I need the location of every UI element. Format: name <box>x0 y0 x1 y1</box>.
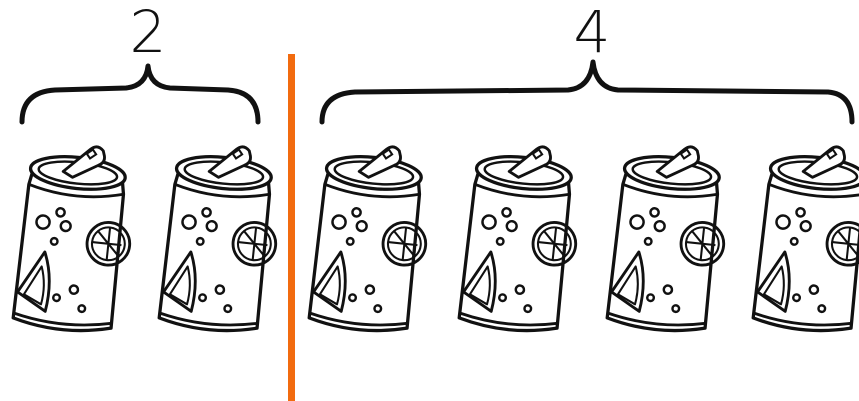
soda-can-icon <box>12 140 139 336</box>
soda-can-icon <box>308 140 435 336</box>
soda-can-icon <box>752 140 859 336</box>
curly-brace-icon <box>22 66 258 122</box>
soda-can-icon <box>158 140 285 336</box>
soda-can-icon <box>458 140 585 336</box>
curly-brace-icon <box>322 62 852 122</box>
soda-can-icon <box>606 140 733 336</box>
